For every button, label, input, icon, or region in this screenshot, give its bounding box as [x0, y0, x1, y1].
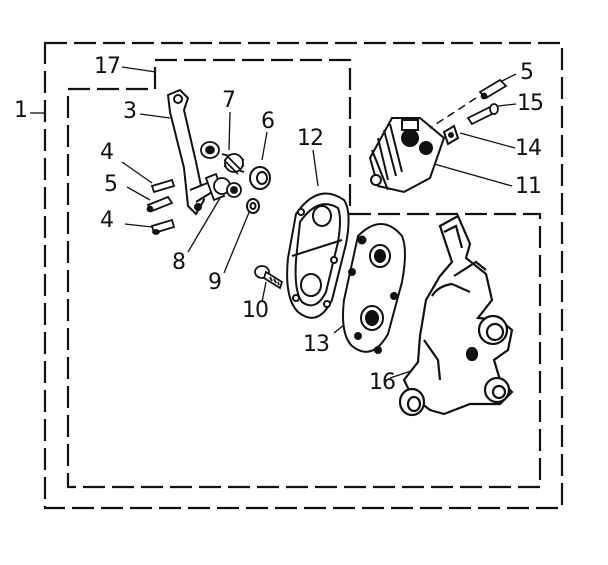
part-8-bushing	[206, 174, 241, 200]
callout-12: 12	[297, 126, 324, 151]
callout-17: 17	[94, 54, 121, 79]
callout-4-lower: 4	[100, 208, 114, 233]
callout-5-left: 5	[104, 172, 118, 197]
callout-10: 10	[242, 298, 269, 323]
part-4-pin-upper	[152, 180, 174, 192]
assembly-1-boundary	[43, 41, 564, 510]
part-16-housing	[400, 216, 512, 415]
part-10-screw	[255, 266, 282, 288]
part-5-clip-left	[148, 197, 173, 212]
callout-1: 1	[14, 98, 28, 123]
part-15-pin	[468, 104, 498, 124]
part-14-washer	[444, 126, 458, 144]
part-7-spring-assembly	[201, 142, 244, 174]
callout-9: 9	[208, 270, 222, 295]
callout-7: 7	[222, 88, 236, 113]
callout-4-upper: 4	[100, 140, 114, 165]
part-11-valve-block	[370, 118, 444, 192]
callout-11: 11	[515, 174, 542, 199]
callout-14: 14	[515, 136, 542, 161]
part-9-washer	[247, 199, 259, 213]
callout-6: 6	[261, 109, 275, 134]
callout-3: 3	[123, 99, 137, 124]
part-6-cap	[250, 167, 270, 189]
callout-5-right: 5	[520, 60, 534, 85]
leader-lines	[30, 66, 517, 379]
callout-13: 13	[303, 332, 330, 357]
callout-16: 16	[369, 370, 396, 395]
part-12-gasket	[287, 194, 348, 318]
callout-15: 15	[517, 91, 544, 116]
part-13-plate	[343, 224, 405, 353]
dashed-assembly-axis	[429, 97, 477, 129]
part-3-lever	[168, 90, 212, 214]
assembly-17-boundary	[66, 58, 542, 489]
callout-8: 8	[172, 250, 186, 275]
part-5-clip-right	[480, 80, 506, 99]
part-4-pin-lower	[152, 220, 174, 234]
